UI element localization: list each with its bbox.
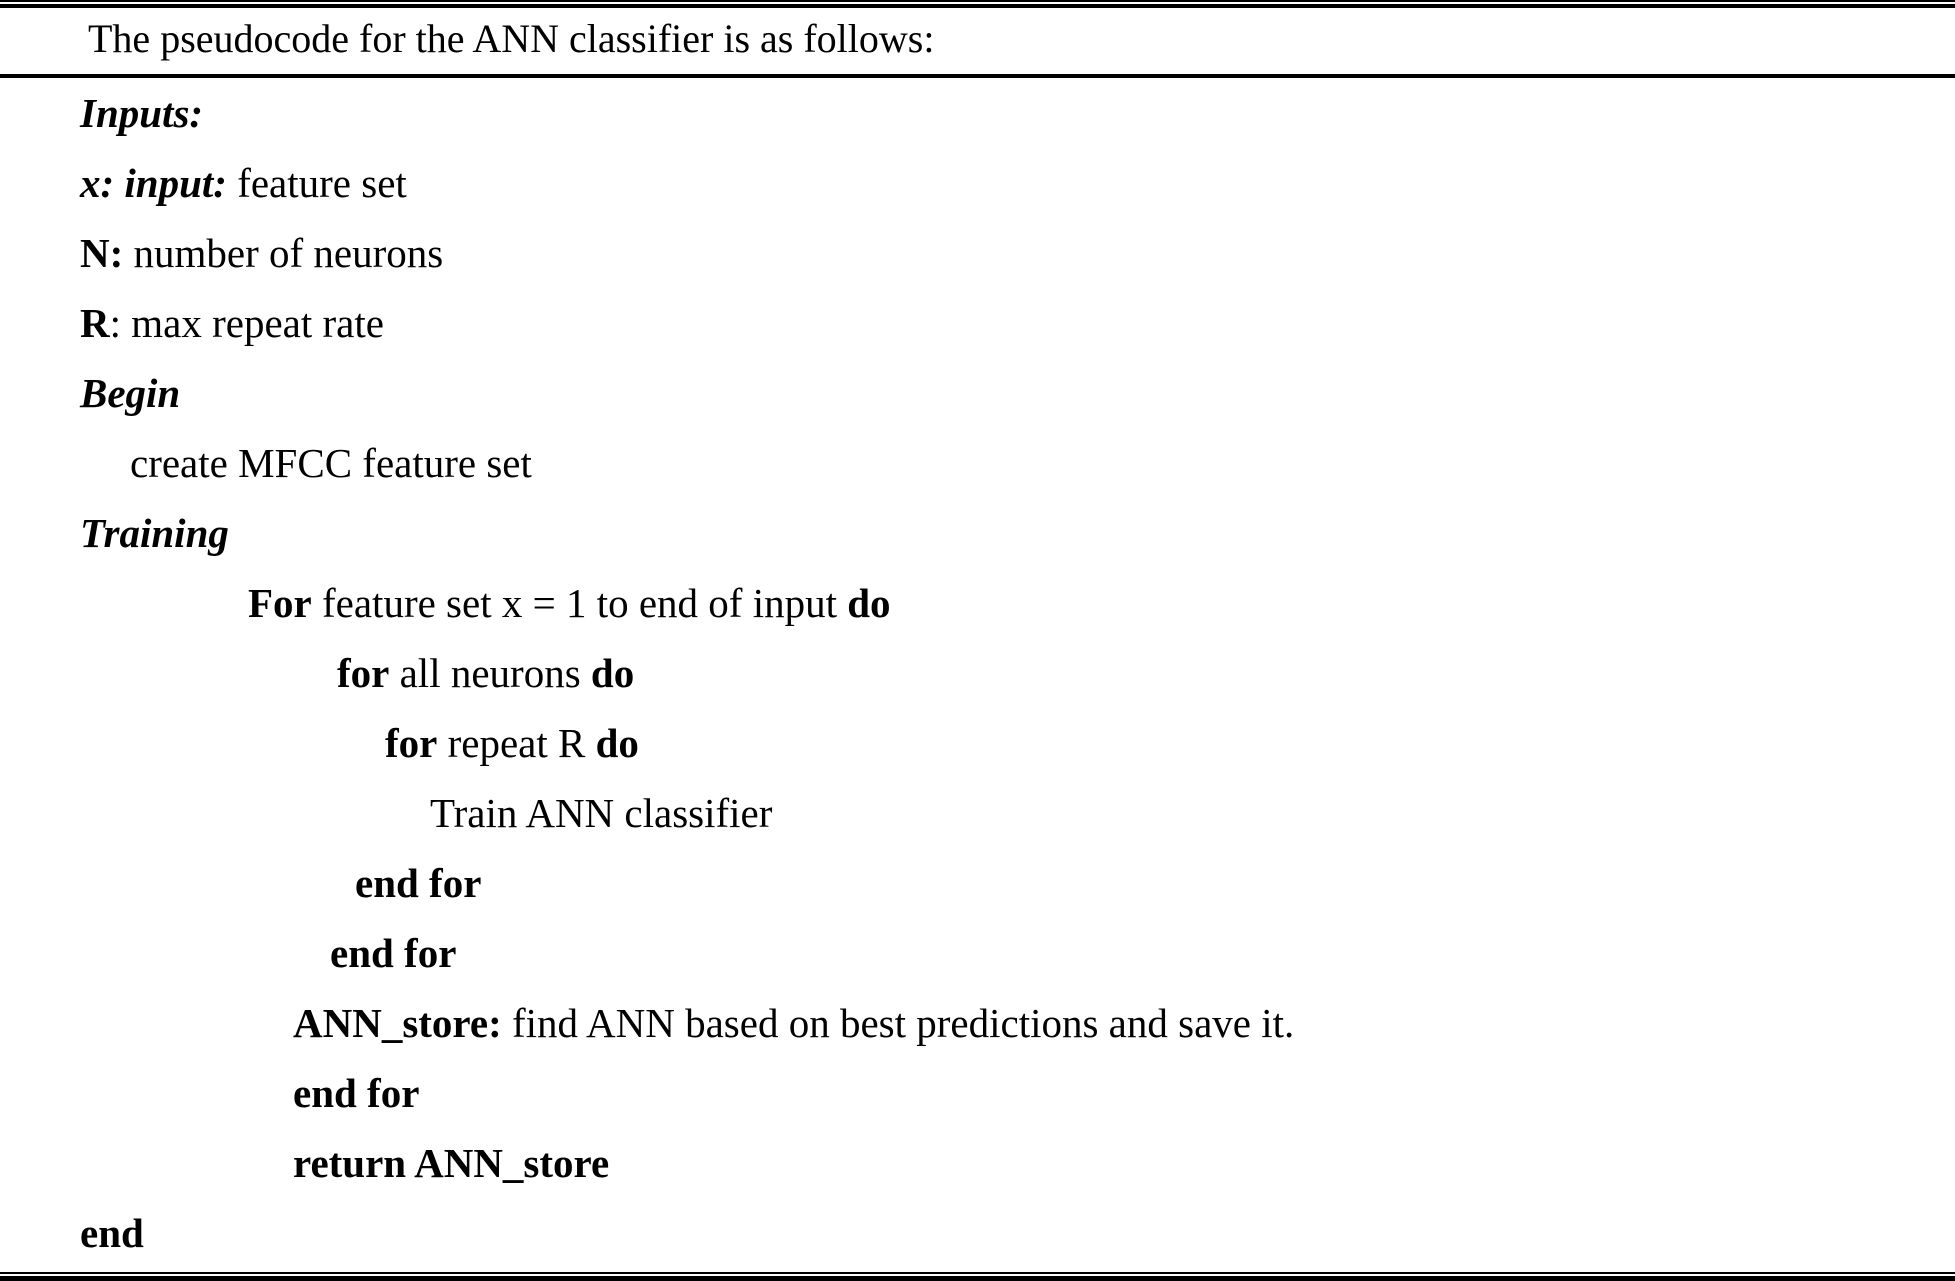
line-input-x: x: input: feature set: [0, 148, 1955, 218]
header-separator-rule: [0, 74, 1955, 78]
for-outer-keyword: For: [248, 580, 312, 626]
inputs-header-label: Inputs:: [80, 90, 204, 136]
line-ann-store: ANN_store: find ANN based on best predic…: [0, 988, 1955, 1058]
training-keyword: Training: [80, 510, 229, 556]
line-create-mfcc: create MFCC feature set: [0, 428, 1955, 498]
bottom-double-rule: [0, 1272, 1955, 1281]
ann-store-description: find ANN based on best predictions and s…: [501, 1000, 1295, 1046]
begin-keyword: Begin: [80, 370, 181, 416]
return-statement: return ANN_store: [293, 1140, 610, 1186]
for-outer-range: feature set x = 1 to end of input: [311, 580, 848, 626]
input-x-value: feature set: [226, 160, 407, 206]
line-end-for-mid: end for: [0, 918, 1955, 988]
input-r-key: R: [80, 300, 110, 346]
top-double-rule: [0, 0, 1955, 8]
train-ann-statement: Train ANN classifier: [430, 790, 773, 836]
line-end-for-outer: end for: [0, 1058, 1955, 1128]
input-r-value: : max repeat rate: [109, 300, 384, 346]
end-keyword: end: [80, 1210, 144, 1256]
for-neurons-keyword: for: [337, 650, 390, 696]
line-for-outer: For feature set x = 1 to end of input do: [0, 568, 1955, 638]
line-end-for-inner: end for: [0, 848, 1955, 918]
ann-store-key: ANN_store:: [293, 1000, 502, 1046]
line-train-ann: Train ANN classifier: [0, 778, 1955, 848]
for-neurons-do-keyword: do: [590, 650, 635, 696]
end-for-mid-keyword: end for: [330, 930, 457, 976]
for-outer-do-keyword: do: [847, 580, 891, 626]
input-n-key: N:: [80, 230, 124, 276]
for-repeat-do-keyword: do: [595, 720, 639, 766]
line-for-repeat: for repeat R do: [0, 708, 1955, 778]
line-begin: Begin: [0, 358, 1955, 428]
figure-caption: The pseudocode for the ANN classifier is…: [88, 16, 935, 61]
end-for-inner-keyword: end for: [355, 860, 482, 906]
pseudocode-body: Inputs: x: input: feature set N: number …: [0, 78, 1955, 1268]
line-input-n: N: number of neurons: [0, 218, 1955, 288]
for-repeat-keyword: for: [385, 720, 438, 766]
line-training: Training: [0, 498, 1955, 568]
input-x-key: x: input:: [80, 160, 227, 206]
for-neurons-range: all neurons: [389, 650, 591, 696]
line-inputs-header: Inputs:: [0, 78, 1955, 148]
end-for-outer-keyword: end for: [293, 1070, 420, 1116]
input-n-value: number of neurons: [123, 230, 444, 276]
create-mfcc-statement: create MFCC feature set: [130, 440, 532, 486]
line-end: end: [0, 1198, 1955, 1268]
line-input-r: R: max repeat rate: [0, 288, 1955, 358]
line-for-neurons: for all neurons do: [0, 638, 1955, 708]
line-return: return ANN_store: [0, 1128, 1955, 1198]
for-repeat-range: repeat R: [437, 720, 596, 766]
